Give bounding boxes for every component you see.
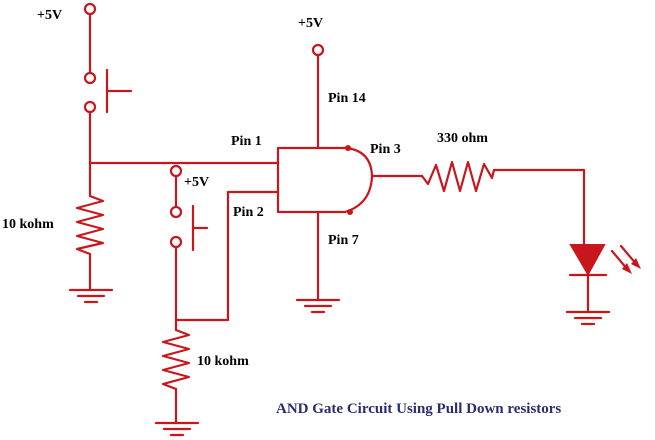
pin7-label: Pin 7 xyxy=(328,233,359,248)
pin1-label: Pin 1 xyxy=(231,134,262,149)
and-gate xyxy=(276,145,374,215)
ground-symbol-1 xyxy=(68,288,114,304)
series-resistor-330 xyxy=(420,160,496,193)
light-emission-arrows-icon xyxy=(610,244,641,274)
push-button-switch-2 xyxy=(169,164,209,322)
vcc-supply-pin14 xyxy=(311,43,325,150)
pin14-label: Pin 14 xyxy=(328,91,366,106)
pull-down-resistor-2 xyxy=(161,318,191,425)
led-wire xyxy=(492,168,586,247)
pin3-label: Pin 3 xyxy=(370,142,401,157)
resistor-330-label: 330 ohm xyxy=(437,131,488,146)
vcc-label-mid: +5V xyxy=(184,175,209,190)
ground-symbol-led xyxy=(565,310,611,326)
diagram-caption: AND Gate Circuit Using Pull Down resisto… xyxy=(276,401,561,417)
gate-ground-pin7 xyxy=(295,210,341,314)
ground-symbol-2 xyxy=(154,421,200,437)
pin2-label: Pin 2 xyxy=(233,205,264,220)
pin2-wire xyxy=(174,190,280,322)
push-button-switch-1 xyxy=(83,2,133,198)
vcc-label-top-left: +5V xyxy=(37,8,62,23)
resistor-10k-label-1: 10 kohm xyxy=(2,217,54,232)
vcc-label-top-center: +5V xyxy=(298,16,323,31)
resistor-10k-label-2: 10 kohm xyxy=(197,354,249,369)
pull-down-resistor-1 xyxy=(75,194,105,292)
led xyxy=(568,244,608,314)
